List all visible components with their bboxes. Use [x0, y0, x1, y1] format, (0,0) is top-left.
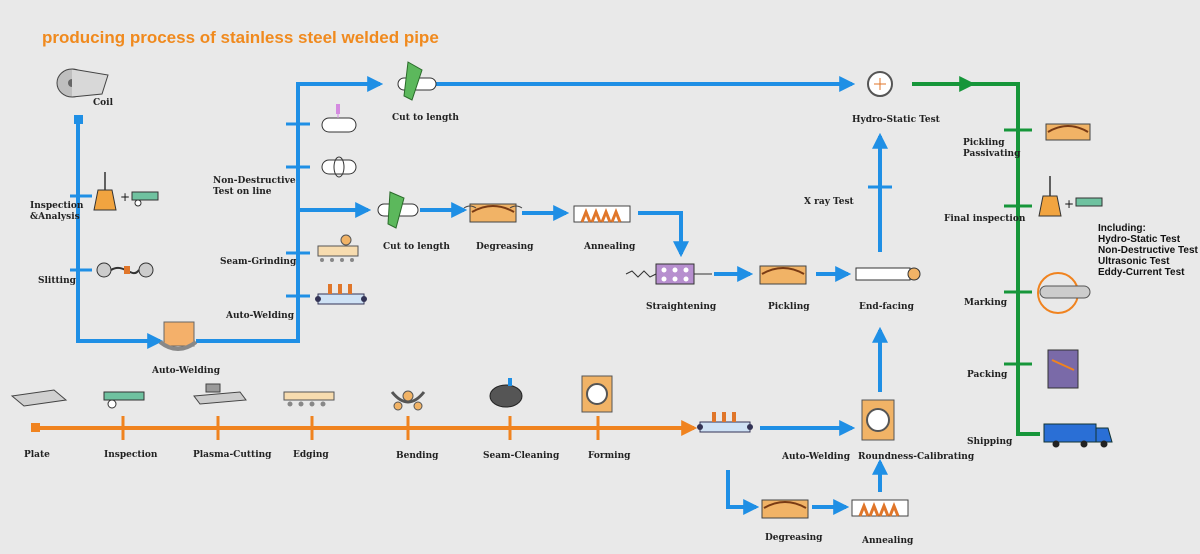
label-edging: Edging — [293, 450, 329, 460]
diagram-title: producing process of stainless steel wel… — [42, 28, 439, 47]
coil-to-autoweld-arrow — [76, 120, 164, 349]
ndt-ring-icon — [321, 156, 357, 178]
label-bending: Bending — [396, 451, 439, 461]
label-packing: Packing — [967, 370, 1008, 380]
annealing-furnace-icon — [573, 205, 631, 223]
autowelding-roller-icon — [158, 321, 198, 351]
autoweld-to-degrease-arrow — [726, 470, 760, 515]
final-line — [968, 82, 1040, 436]
label-roundness-calibrating: Roundness-Calibrating — [858, 452, 975, 462]
note-line-including: Including: — [1098, 223, 1146, 234]
shipping-truck-icon — [1043, 423, 1113, 448]
label-degreasing-bottom: Degreasing — [765, 533, 823, 543]
green-flow-line — [912, 76, 1040, 436]
seam-grinding-icon — [317, 234, 359, 262]
label-degreasing-top: Degreasing — [476, 242, 534, 252]
pickling-tank-icon — [759, 265, 807, 285]
weld-to-cut-top-arrow — [196, 76, 384, 343]
label-pickling: Pickling — [768, 302, 810, 312]
label-x-ray-test: X ray Test — [804, 197, 854, 207]
label-inspection-plate: Inspection — [104, 450, 158, 460]
label-non-destructive-test: Non-Destructive Test on line — [213, 176, 296, 197]
pickling-passivating-tank-icon — [1045, 123, 1091, 141]
label-coil: Coil — [93, 98, 114, 108]
label-end-facing: End-facing — [859, 302, 914, 312]
coil-icon — [56, 68, 109, 98]
roundness-calibrating-icon — [861, 399, 895, 441]
final-inspection-icon: + — [1038, 176, 1103, 217]
label-marking: Marking — [964, 298, 1008, 308]
label-slitting: Slitting — [38, 276, 76, 286]
lab-inspection-icon: + — [93, 172, 159, 211]
lower-degreasing-tank-icon — [761, 499, 809, 519]
edging-machine-icon — [283, 391, 335, 407]
end-facing-machine-icon — [855, 267, 921, 281]
label-straightening: Straightening — [646, 302, 717, 312]
ndt-tube-icon — [321, 104, 357, 133]
blue-flow-lines — [70, 76, 892, 515]
lower-annealing-furnace-icon — [851, 499, 909, 517]
plasma-cutting-icon — [193, 383, 247, 405]
label-inspection-analysis: Inspection &Analysis — [30, 201, 84, 222]
final-inspection-note: Including: Hydro-Static Test Non-Destruc… — [1098, 223, 1198, 278]
hydro-static-gauge-icon — [867, 71, 893, 97]
label-plate: Plate — [24, 450, 50, 460]
label-seam-grinding: Seam-Grinding — [220, 257, 297, 267]
straightening-machine-icon — [625, 263, 712, 285]
label-seam-cleaning: Seam-Cleaning — [483, 451, 560, 461]
plate-inspection-icon — [103, 391, 145, 409]
plate-autowelding-machine-icon — [697, 412, 753, 433]
label-annealing-top: Annealing — [584, 242, 636, 252]
coil-start-marker — [74, 115, 83, 124]
label-pickling-passivating: Pickling Passivating — [963, 138, 1021, 159]
label-auto-welding-coil: Auto-Welding — [152, 366, 220, 376]
anneal-to-straighten-arrow — [638, 211, 689, 258]
note-line-hydro-static: Hydro-Static Test — [1098, 234, 1181, 245]
plate-icon — [10, 389, 68, 407]
label-annealing-bottom: Annealing — [862, 536, 914, 546]
svg-text:+: + — [1064, 197, 1074, 211]
label-forming: Forming — [588, 451, 631, 461]
bending-rolls-icon — [390, 390, 426, 411]
label-auto-welding-plate: Auto-Welding — [782, 452, 850, 462]
label-plasma-cutting: Plasma-Cutting — [193, 450, 272, 460]
label-shipping: Shipping — [967, 437, 1013, 447]
slitting-icon — [96, 262, 154, 278]
note-line-ultrasonic: Ultrasonic Test — [1098, 256, 1170, 267]
plate-start-marker — [31, 423, 40, 432]
packing-crate-icon — [1047, 349, 1079, 389]
orange-flow-line — [31, 416, 698, 440]
label-final-inspection: Final inspection — [944, 214, 1026, 224]
cut-to-length-top-icon — [397, 61, 437, 101]
note-line-eddy-current: Eddy-Current Test — [1098, 267, 1185, 278]
label-cut-to-length-mid: Cut to length — [383, 242, 450, 252]
cut-to-length-mid-icon — [377, 191, 419, 229]
marking-machine-icon — [1037, 272, 1091, 314]
note-line-non-destructive: Non-Destructive Test — [1098, 245, 1198, 256]
autowelding-machine-icon — [315, 284, 367, 305]
degreasing-tank-icon — [463, 203, 523, 223]
svg-text:+: + — [120, 190, 130, 204]
label-cut-to-length-top: Cut to length — [392, 113, 459, 123]
label-hydro-static-test: Hydro-Static Test — [852, 115, 940, 125]
seam-cleaning-icon — [489, 378, 523, 408]
forming-machine-icon — [581, 375, 613, 413]
label-auto-welding-branch: Auto-Welding — [226, 311, 294, 321]
